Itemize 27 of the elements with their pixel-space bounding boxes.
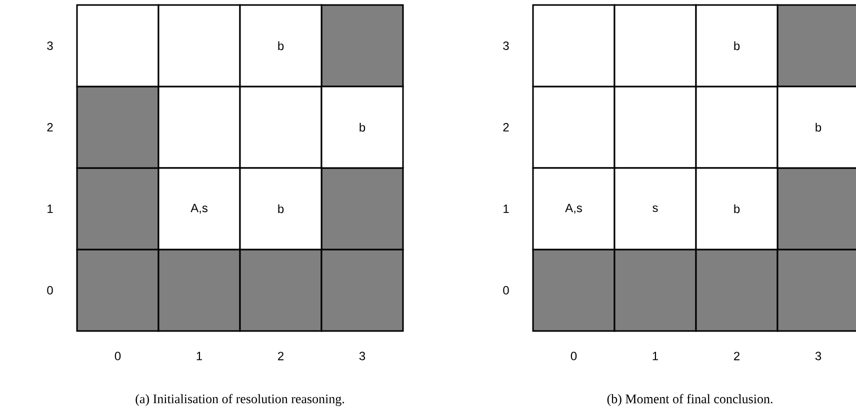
axis-label: 1 bbox=[652, 352, 658, 360]
caption: (b) Moment of final conclusion. bbox=[607, 394, 772, 406]
axis-label: 2 bbox=[47, 123, 53, 132]
axis-label: 3 bbox=[359, 352, 366, 360]
axis-label: 0 bbox=[503, 286, 509, 294]
axis-label: 2 bbox=[278, 352, 284, 360]
axis-label: 0 bbox=[114, 352, 121, 360]
grid-cell: b bbox=[695, 4, 778, 88]
grid-cell: b bbox=[239, 167, 322, 250]
grid-cell: A,s bbox=[532, 167, 616, 250]
grid-cell: s bbox=[614, 167, 697, 250]
grid-cell: A,s bbox=[158, 167, 241, 250]
axis-label: 3 bbox=[47, 42, 53, 50]
axis-label: 2 bbox=[734, 352, 740, 360]
axis-label: 1 bbox=[196, 352, 202, 360]
axis-label: 0 bbox=[47, 286, 53, 294]
axis-label: 0 bbox=[570, 352, 577, 360]
axis-label: 2 bbox=[503, 123, 509, 132]
axis-label: 1 bbox=[48, 204, 53, 213]
axis-label: 1 bbox=[504, 204, 509, 213]
axis-label: 3 bbox=[503, 42, 509, 50]
grid-cell: b bbox=[695, 167, 778, 250]
caption: (a) Initialisation of resolution reasoning. bbox=[136, 394, 344, 406]
grid-cell: b bbox=[239, 4, 322, 88]
axis-label: 3 bbox=[815, 352, 822, 360]
grid-cell: b bbox=[320, 86, 404, 169]
grid-cell: b bbox=[776, 86, 856, 169]
